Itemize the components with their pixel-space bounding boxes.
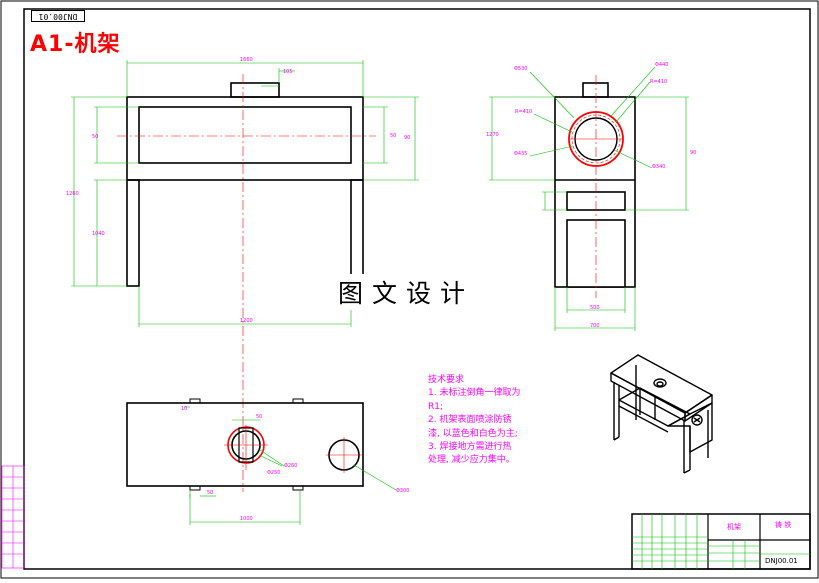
dim-top-width: 1660 — [240, 57, 253, 63]
title-block — [631, 513, 811, 570]
notes-line: 处理, 减少应力集中。 — [428, 455, 515, 466]
notes-line: 3. 焊接地方需进行热 — [428, 442, 512, 453]
drawing-title: A1-机架 — [30, 32, 121, 57]
notes-line: R1; — [428, 401, 444, 412]
title-block-material: 铸 铁 — [775, 521, 792, 529]
revision-strip — [1, 465, 25, 569]
dim-plan-50: 50 — [256, 414, 262, 420]
dim-side-bottom-outer: 700 — [590, 323, 600, 329]
dim-side-d530: Φ530 — [514, 66, 527, 72]
dim-plan-1000: 1000 — [240, 516, 253, 522]
dim-outer-height: 90 — [404, 135, 410, 141]
dim-plan-10: 10 — [181, 406, 187, 412]
dim-side-d435: Φ435 — [514, 151, 527, 157]
notes-heading: 技术要求 — [428, 375, 465, 385]
title-block-part-name: 机架 — [727, 523, 741, 531]
dim-plan-d260: Φ260 — [284, 463, 297, 469]
dim-plan-d300: Φ300 — [396, 488, 409, 494]
notes-line: 1. 未标注倒角一律取为 — [428, 388, 521, 399]
plan-dimensions — [184, 406, 397, 525]
dim-inner-height: 50 — [390, 133, 396, 139]
notes-line: 2. 机架表面喷涂防锈 — [428, 415, 512, 426]
dim-side-d440: Φ440 — [655, 62, 668, 68]
front-dimensions — [71, 60, 419, 327]
dim-side-d340: Φ340 — [652, 164, 665, 170]
dim-side-r410b: R=410 — [515, 109, 532, 115]
side-view — [554, 75, 636, 298]
technical-notes: 技术要求 1. 未标注倒角一律取为 R1; 2. 机架表面喷涂防锈 漆, 以蓝色… — [428, 374, 588, 468]
dim-lower-inner: 1040 — [92, 231, 105, 237]
drawing-code-tag: DNJ00.01 — [31, 10, 85, 22]
plan-view — [126, 398, 364, 491]
watermark-text: 图文设计 — [336, 274, 477, 310]
dim-side-r410: R=410 — [650, 79, 667, 85]
dim-plan-50b: 50 — [207, 490, 213, 496]
dim-bottom-width: 1200 — [240, 318, 253, 324]
dim-top-protrusion: 105 — [283, 69, 293, 75]
dim-left-inner: 50 — [92, 134, 98, 140]
dim-side-height: 1270 — [486, 132, 499, 138]
front-view — [117, 74, 376, 492]
title-block-drawing-no: DNJ00.01 — [765, 557, 798, 565]
dim-left-outer: 1260 — [66, 191, 79, 197]
dim-plan-d250: Φ250 — [267, 470, 280, 476]
dim-side-right: 90 — [690, 150, 696, 156]
dim-side-bottom-inner: 500 — [590, 305, 600, 311]
side-dimensions — [489, 66, 689, 331]
notes-line: 漆, 以蓝色和白色为主; — [428, 428, 518, 439]
inner-border — [23, 8, 811, 570]
isometric-view — [610, 354, 713, 474]
